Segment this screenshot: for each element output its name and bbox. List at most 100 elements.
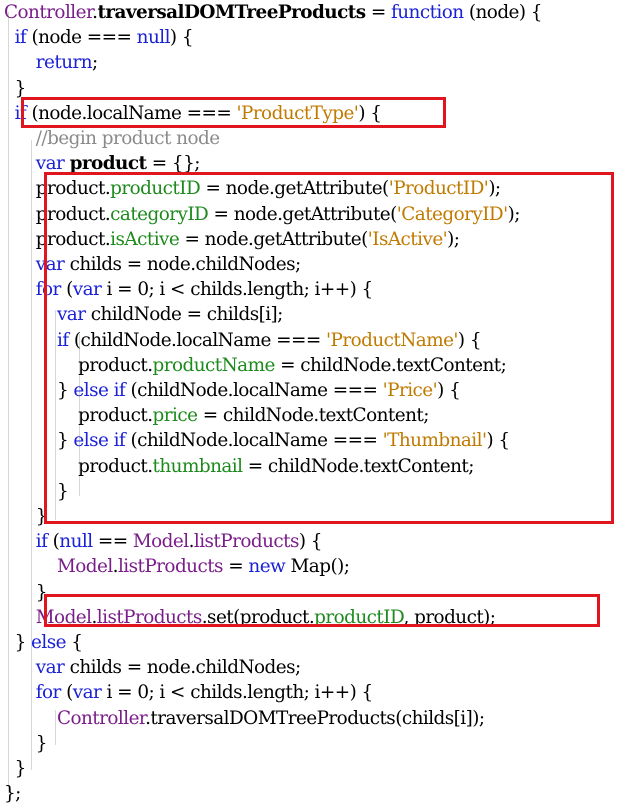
code-token: 'CategoryID' [396,203,508,225]
code-line: } [4,580,48,605]
code-token: product. [4,405,153,427]
code-token: ); [447,228,460,250]
code-line: if (node.localName === 'ProductType') { [4,101,382,126]
code-token [4,52,36,73]
code-line: Controller.traversalDOMTreeProducts(chil… [4,706,485,731]
code-token: function [390,2,464,23]
code-token [4,531,36,552]
code-token: for [35,279,62,301]
code-token [4,128,36,149]
code-token: for [35,682,62,704]
code-token: }; [4,783,21,805]
code-line: for (var i = 0; i < childs.length; i++) … [4,277,373,302]
code-token: 'Thumbnail' [382,430,487,452]
code-token: ) { [457,329,482,351]
code-token: else if [73,380,126,401]
code-token [4,153,36,174]
code-token: ; [92,52,98,74]
code-line: } [4,76,27,101]
code-token: if [14,27,27,49]
code-token: } [4,430,74,452]
code-token: } [4,732,48,754]
code-line: product.thumbnail = childNode.textConten… [4,454,474,479]
code-line: Model.listProducts.set(product.productID… [4,605,496,630]
code-token: ) { [298,531,323,553]
code-token: i = 0; i < childs.length; i++) { [101,279,374,301]
code-line: Model.listProducts = new Map(); [4,554,350,579]
code-line: } [4,479,69,504]
code-token: productName [152,354,276,376]
code-line: product.productID = node.getAttribute('P… [4,176,501,201]
code-line: product.productName = childNode.textCont… [4,353,507,378]
code-line: product.isActive = node.getAttribute('Is… [4,227,460,252]
code-token: 'Price' [382,380,438,401]
code-token: Model [35,606,92,628]
code-token: = node.getAttribute( [208,203,398,225]
code-token: ) { [486,430,510,452]
code-line: var childNode = childs[i]; [4,302,283,327]
code-token: } [4,581,48,603]
code-token: var [35,153,65,175]
code-token [4,27,15,48]
code-token: (childNode.localName === [125,380,383,401]
code-line: product.price = childNode.textContent; [4,403,429,428]
code-line: } [4,504,48,529]
code-token: null [136,27,171,49]
code-token: 'ProductName' [326,329,458,351]
code-token: var [35,254,65,275]
code-token: { [65,632,83,653]
code-line: if (node === null) { [4,25,194,50]
code-token: var [56,304,86,326]
code-token: . [91,606,97,628]
code-token: new [248,556,286,578]
code-token: var [35,657,65,679]
code-token: } [4,758,27,779]
code-line: var childs = node.childNodes; [4,252,301,277]
code-token: (node) { [463,2,543,23]
code-token [4,607,36,628]
code-token: } [4,77,27,99]
code-line: var childs = node.childNodes; [4,655,301,680]
code-token: = {}; [146,153,201,175]
code-token: product. [4,455,153,477]
code-token: //begin product node [35,128,220,149]
code-token: = node.getAttribute( [200,178,389,200]
code-token: listProducts [193,531,300,553]
code-token [4,682,36,703]
code-token: product. [4,228,111,250]
code-token: traversalDOMTreeProducts [97,2,366,23]
code-token: Model [132,531,189,553]
code-token [4,279,36,300]
code-line: for (var i = 0; i < childs.length; i++) … [4,680,373,705]
indent-guide [8,12,9,793]
code-token: Map(); [285,556,350,578]
code-token: listProducts [117,556,224,578]
code-line: }; [4,781,21,806]
code-token: = childNode.textContent; [197,405,430,427]
code-token: (node.localName === [26,102,237,124]
code-line: //begin product node [4,126,220,151]
code-token [4,708,57,729]
code-token: ( [60,279,73,301]
indent-guide [55,710,56,745]
code-line: Controller.traversalDOMTreeProducts = fu… [4,0,543,25]
code-token: product. [4,178,111,200]
code-token: 'ProductID' [388,178,489,200]
code-token: product [69,153,147,175]
code-token: } [4,480,69,502]
code-token: if [35,531,48,553]
code-token: (childNode.localName === [68,329,327,351]
code-token: var [72,279,102,301]
indent-guide [55,310,56,520]
code-token: (childNode.localName === [125,430,383,452]
highlight-box-product-attributes [44,172,614,524]
code-token: ( [47,531,60,553]
code-line: if (childNode.localName === 'ProductName… [4,328,482,353]
code-token: = [365,2,391,23]
code-token: ) { [358,102,382,124]
code-line: } else if (childNode.localName === 'Thum… [4,428,510,453]
code-token: (node === [26,27,137,49]
highlight-box-list-products-set [44,594,600,627]
code-token: productID [314,606,404,628]
code-line: } [4,756,27,781]
